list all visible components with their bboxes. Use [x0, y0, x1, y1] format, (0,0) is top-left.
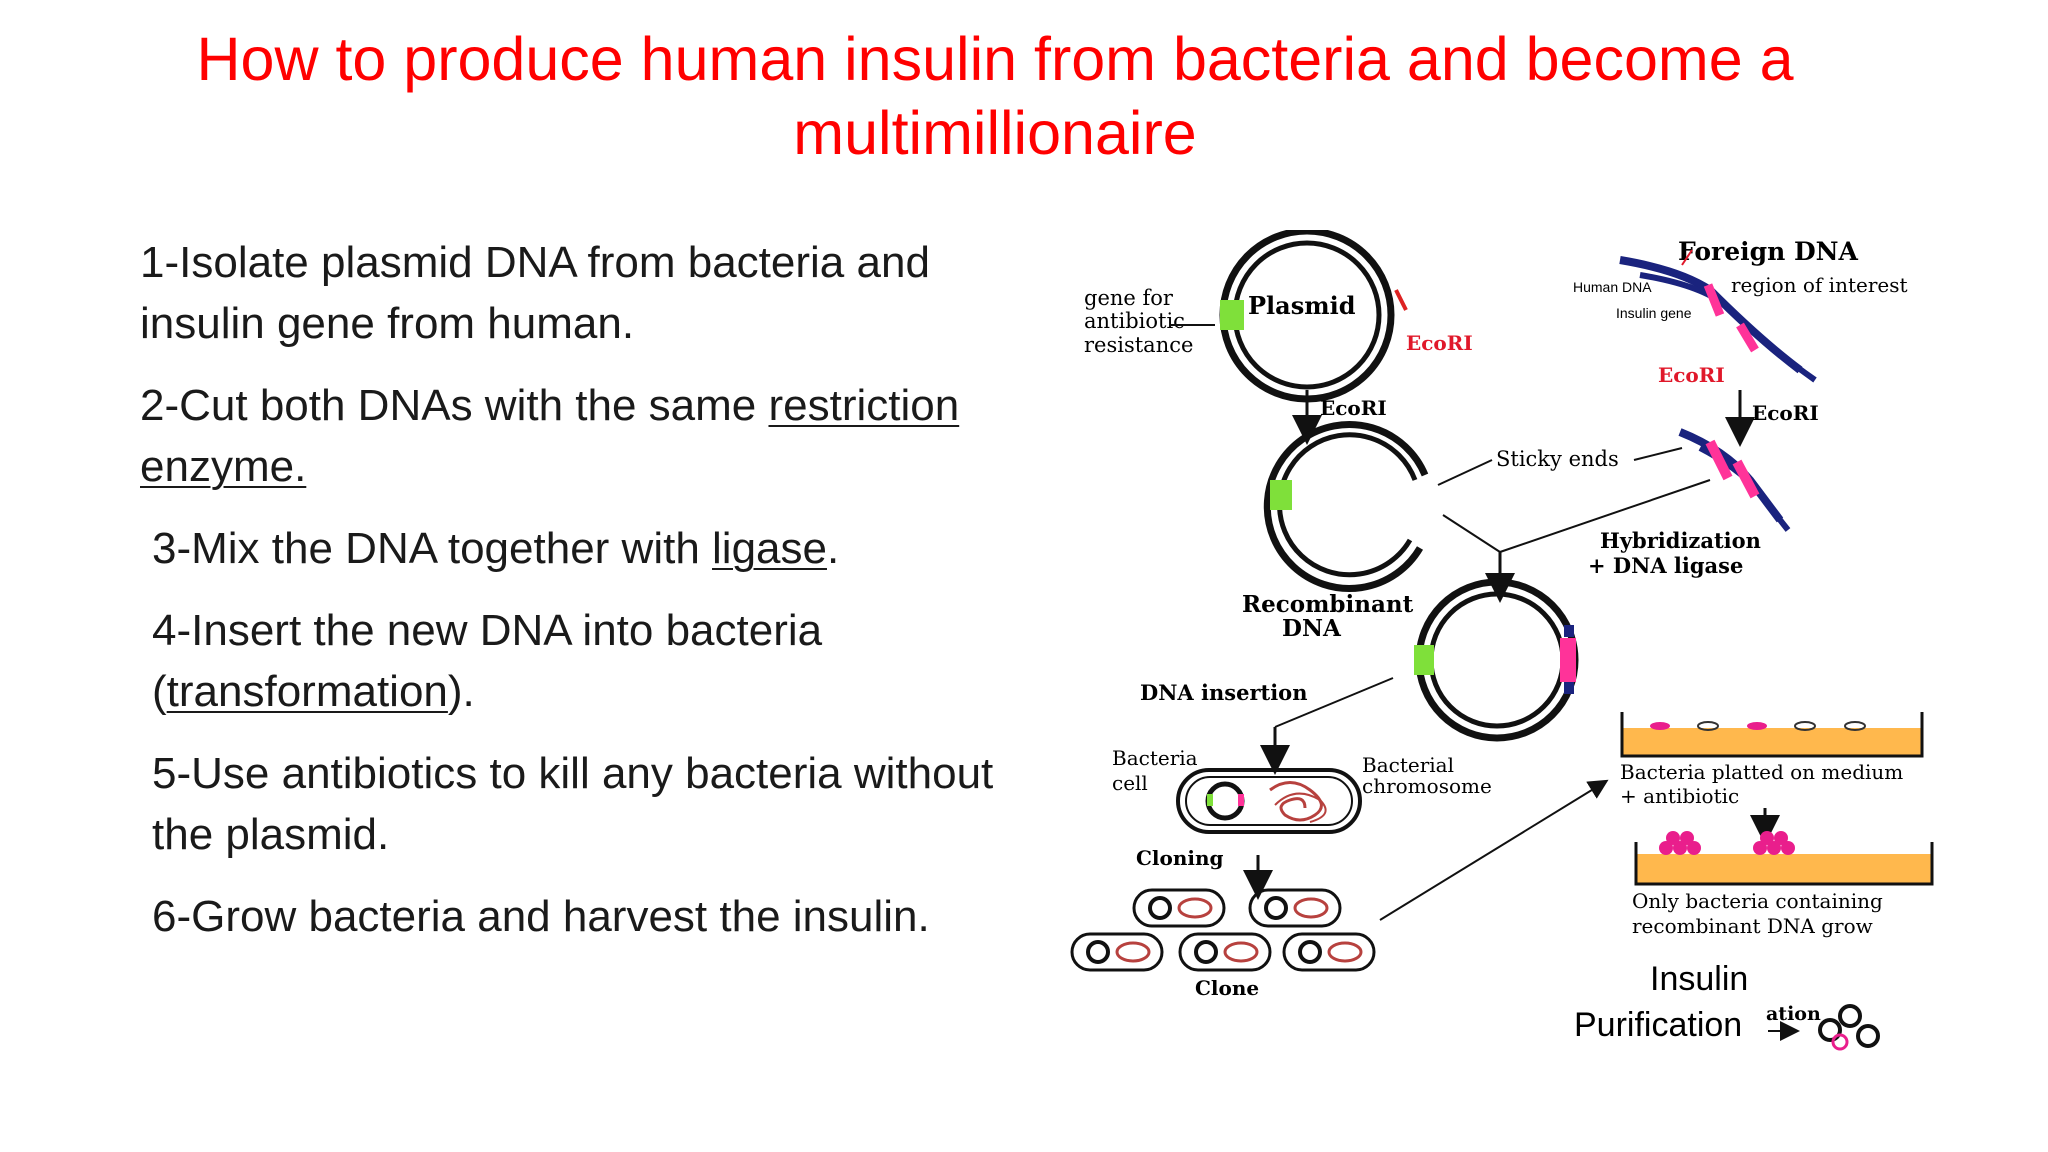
bacteria-platted-label: Bacteria platted on medium [1620, 760, 1903, 784]
clone-cell [1282, 932, 1376, 972]
step-2-text: 2-Cut both DNAs with the same [140, 381, 769, 430]
clone-cells [1070, 888, 1376, 972]
only-bacteria-label: Only bacteria containing [1632, 889, 1883, 913]
dna-ligase-label: + DNA ligase [1588, 553, 1743, 578]
chromosome-label: chromosome [1362, 774, 1492, 798]
cut-plasmid [1263, 420, 1429, 592]
restriction-enzyme-term: restriction enzyme. [140, 381, 960, 491]
cut-foreign-fragment [1678, 428, 1791, 532]
insulin-label: Insulin [1650, 960, 1748, 998]
resistance-label: resistance [1084, 333, 1193, 357]
gene-for-label: gene for [1084, 286, 1174, 310]
bacteria-label: Bacteria [1112, 746, 1198, 770]
slide-title: How to produce human insulin from bacter… [196, 25, 1794, 167]
step-4-end: ). [447, 667, 475, 716]
insulin-product-icon [1818, 1004, 1880, 1051]
recombinant-grow-label: recombinant DNA grow [1632, 914, 1873, 938]
bacterial-label: Bacterial [1362, 753, 1454, 777]
step-4-text: 4-Insert the new DNA into bacteria ( [152, 606, 823, 716]
ecori-right-label: EcoRI [1752, 401, 1819, 425]
insulin-gene-label: Insulin gene [1616, 305, 1692, 321]
clone-cell [1070, 932, 1164, 972]
step-6: 6-Grow bacteria and harvest the insulin. [152, 892, 930, 941]
hybridization-label: Hybridization [1600, 528, 1761, 553]
foreign-dna-label: Foreign DNA [1678, 237, 1859, 266]
ligase-term: ligase [712, 524, 827, 573]
antibiotic-label: antibiotic [1084, 309, 1185, 333]
human-dna-label: Human DNA [1573, 279, 1652, 295]
step-4: 4-Insert the new DNA into bacteria (tran… [140, 600, 1040, 722]
ation-fragment-label: ation [1766, 1003, 1821, 1025]
steps-list: 1-Isolate plasmid DNA from bacteria and … [140, 232, 1040, 968]
ecori-site-label: EcoRI [1406, 331, 1473, 355]
foreign-ecori-label: EcoRI [1658, 363, 1725, 387]
ecori-arrow-label: EcoRI [1320, 396, 1387, 420]
step-5: 5-Use antibiotics to kill any bacteria w… [152, 749, 994, 859]
recombinant-label: Recombinant [1242, 591, 1414, 618]
step-1: 1-Isolate plasmid DNA from bacteria and … [140, 238, 930, 348]
agar-plate-1 [1620, 712, 1924, 758]
agar-plate-2 [1634, 831, 1934, 886]
clone-cell [1178, 932, 1272, 972]
purification-label: Purification [1574, 1006, 1742, 1044]
cloning-label: Cloning [1136, 846, 1224, 870]
resistance-gene-marker [1220, 300, 1244, 330]
step-2: 2-Cut both DNAs with the same restrictio… [140, 375, 1040, 497]
plasmid-label: Plasmid [1248, 291, 1356, 320]
transformation-term: transformation [166, 667, 448, 716]
sticky-ends-label: Sticky ends [1496, 447, 1619, 471]
recombinant-dna-label: DNA [1282, 615, 1342, 642]
plus-antibiotic-label: + antibiotic [1620, 784, 1739, 808]
bacteria-cell [1176, 768, 1362, 834]
step-3: 3-Mix the DNA together with ligase. [140, 518, 1040, 579]
recombinant-plasmid [1414, 578, 1579, 742]
recombinant-dna-diagram: gene for antibiotic resistance Plasmid E… [1070, 230, 1934, 1051]
clone-cell [1132, 888, 1226, 928]
step-3-text: 3-Mix the DNA together with [152, 524, 713, 573]
step-3-end: . [826, 524, 840, 573]
dna-insertion-label: DNA insertion [1140, 680, 1307, 705]
clone-cell [1248, 888, 1342, 928]
cell-label: cell [1112, 771, 1148, 795]
clone-label: Clone [1195, 976, 1259, 1000]
foreign-dna-strand [1619, 249, 1817, 383]
region-of-interest-label: region of interest [1731, 273, 1908, 297]
